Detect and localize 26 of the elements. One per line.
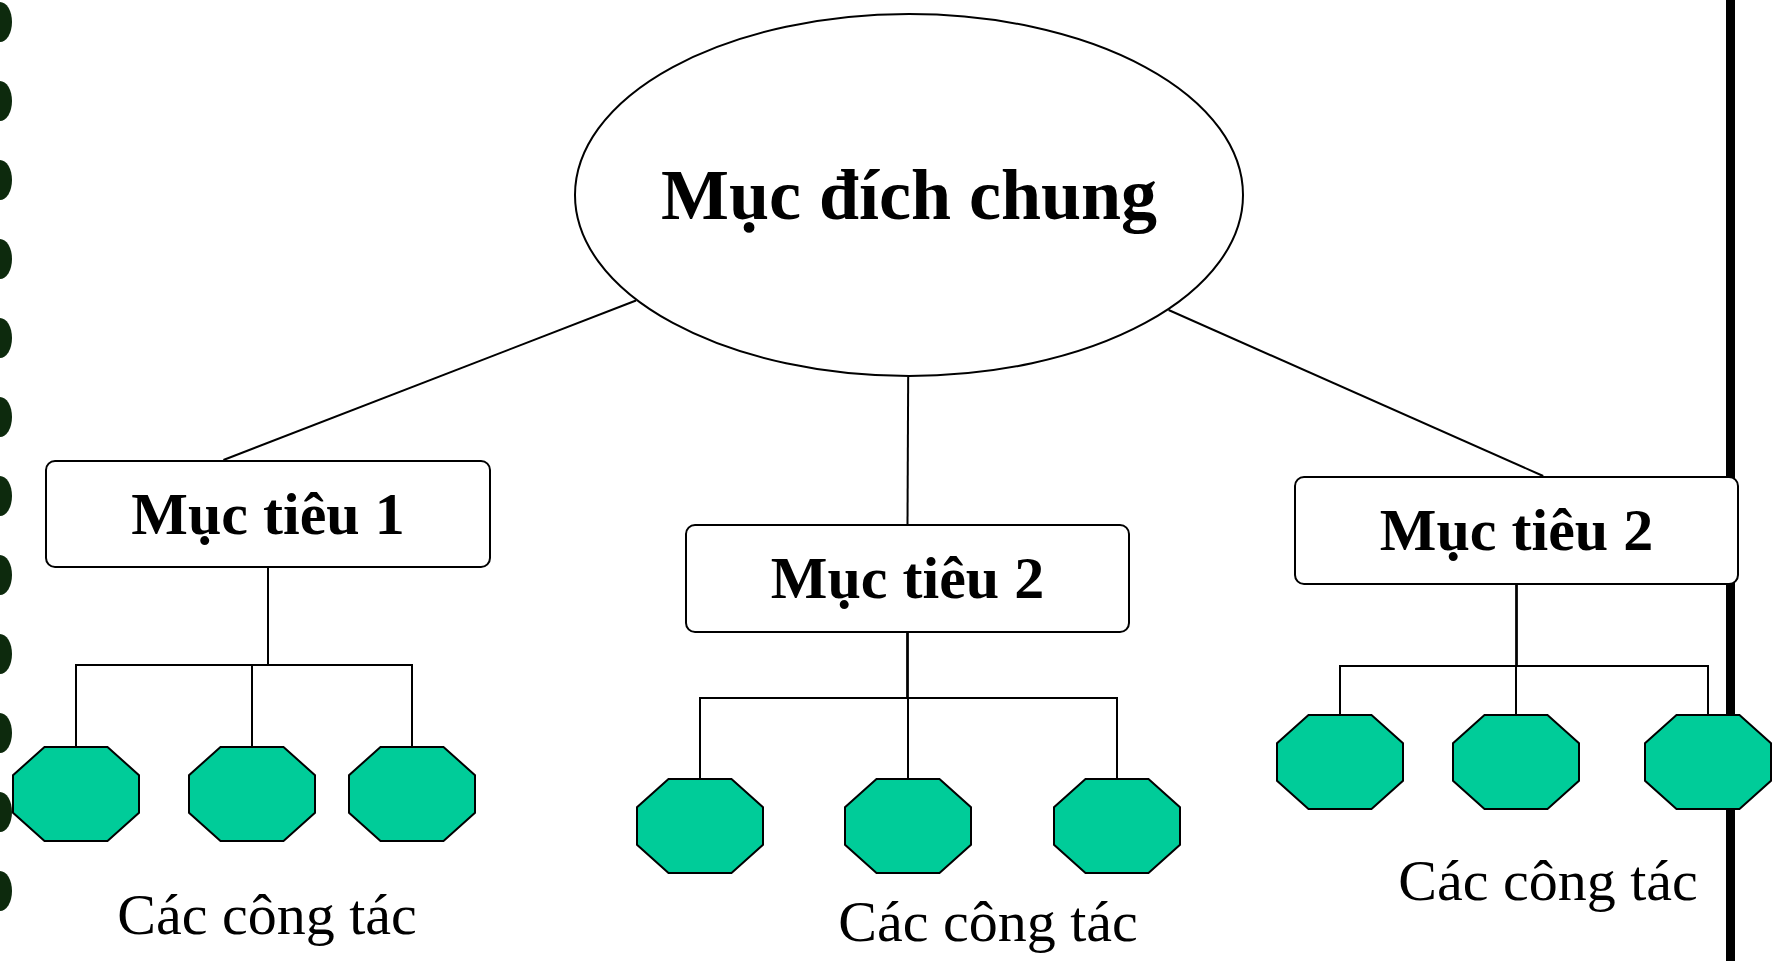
connector-line (1167, 309, 1545, 477)
group-caption: Các công tác (838, 887, 1138, 955)
task-octagon (1277, 715, 1403, 809)
connector-line (906, 376, 910, 525)
task-octagon (845, 779, 971, 873)
objective-title: Mục tiêu 1 (131, 479, 405, 549)
task-octagon (1054, 779, 1180, 873)
objective-title: Mục tiêu 2 (770, 544, 1045, 613)
goal-title: Mục đích chung (660, 153, 1158, 237)
task-octagon (1645, 715, 1771, 809)
connector-line (906, 632, 1118, 780)
group-caption: Các công tác (1398, 846, 1698, 914)
connector-line (1515, 584, 1709, 716)
connector-line (222, 299, 638, 461)
group-caption: Các công tác (117, 880, 417, 948)
goal-ellipse (574, 13, 1244, 377)
task-octagon (189, 747, 315, 841)
task-octagon (637, 779, 763, 873)
task-octagon (1453, 715, 1579, 809)
task-octagon (349, 747, 475, 841)
objective-box (685, 524, 1130, 633)
task-octagon (13, 747, 139, 841)
objective-title: Mục tiêu 2 (1379, 496, 1654, 565)
objective-box (1294, 476, 1739, 585)
connector-line (267, 567, 413, 748)
objective-box (45, 460, 491, 568)
